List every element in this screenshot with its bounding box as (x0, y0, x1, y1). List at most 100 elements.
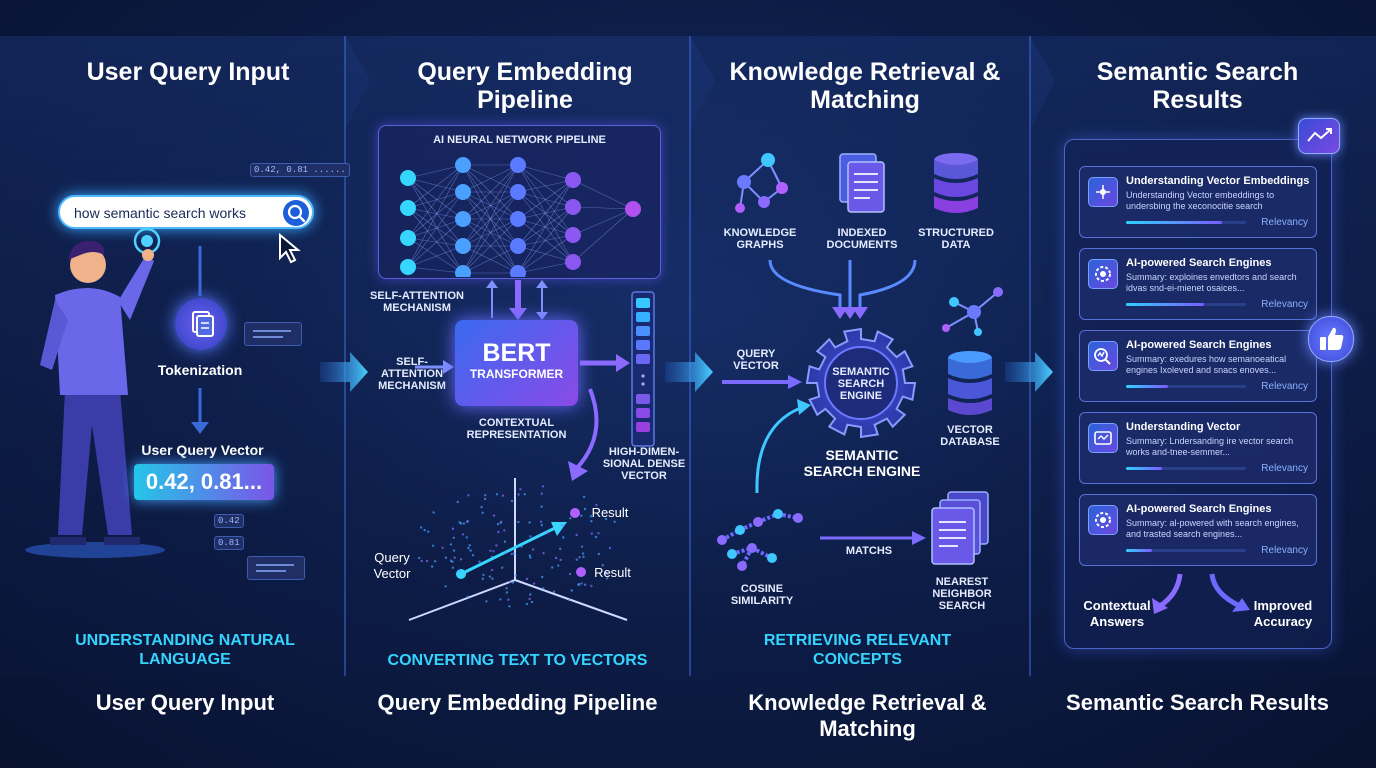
query-vector-input-label: QUERY VECTOR (733, 348, 779, 372)
self-attention-label-1: SELF-ATTENTION MECHANISM (370, 290, 464, 314)
vector-chip-2: 0.81 (214, 536, 244, 550)
result-summary: Summary: exploines envedtors and search … (1126, 272, 1297, 293)
gear-icon (805, 327, 917, 439)
search-input-text[interactable]: how semantic search works (74, 205, 246, 221)
search-bar[interactable]: how semantic search works (58, 195, 314, 229)
relevancy-label: Relevancy (1261, 463, 1308, 474)
result-chart-icon (1088, 341, 1118, 371)
subtitle-understanding: UNDERSTANDING NATURAL LANGUAGE (75, 632, 295, 668)
nearest-neighbor-label: NEAREST NEIGHBOR SEARCH (932, 576, 992, 612)
vector-bubble-top: 0.42, 0.81 ...... (250, 163, 350, 177)
bert-transformer: BERT TRANSFORMER (455, 320, 578, 406)
bert-title: BERT (482, 339, 551, 367)
curved-arrow-embedding (568, 388, 599, 481)
relevancy-label: Relevancy (1261, 217, 1308, 228)
nn-bert-arrows (486, 280, 548, 320)
bert-to-vector-arrow (580, 354, 630, 372)
tokenization-node (175, 298, 227, 350)
relevancy-bar (1126, 467, 1246, 470)
indexed-documents-icon (839, 153, 885, 213)
indexed-documents-label: INDEXED DOCUMENTS (826, 227, 898, 251)
nn-title: AI NEURAL NETWORK PIPELINE (433, 134, 606, 146)
tokenization-label: Tokenization (157, 362, 243, 378)
vector-space-result-2: Result (594, 565, 631, 580)
column-title-embedding: Query Embedding Pipeline (417, 58, 633, 114)
query-to-engine-arrow (722, 375, 802, 389)
vector-nodes-icon (942, 287, 1003, 336)
result-title: AI-powered Search Engines (1126, 257, 1272, 269)
knowledge-graphs-label: KNOWLEDGE GRAPHS (723, 227, 797, 251)
contextual-representation-label: CONTEXTUAL REPRESENTATION (466, 417, 567, 441)
relevancy-label: Relevancy (1261, 299, 1308, 310)
trend-badge (1298, 118, 1340, 154)
vector-database-label: VECTOR DATABASE (940, 424, 1000, 448)
result-gear-icon (1088, 259, 1118, 289)
relevancy-bar (1126, 303, 1246, 306)
structured-data-label: STRUCTURED DATA (918, 227, 994, 251)
thumbs-up-badge (1308, 316, 1354, 362)
knowledge-graph-icon (735, 153, 788, 213)
sources-to-engine-arrows (768, 259, 917, 319)
result-nodes-icon (1088, 177, 1118, 207)
result-gear-icon (1088, 505, 1118, 535)
result-title: AI-powered Search Engines (1126, 339, 1272, 351)
search-icon (287, 204, 306, 223)
engine-label: SEMANTIC SEARCH ENGINE (803, 447, 921, 479)
cursor-icon (279, 232, 301, 264)
self-attention-arrow (415, 360, 454, 374)
cosine-to-engine-arrow (755, 399, 811, 494)
relevancy-bar (1126, 549, 1246, 552)
cosine-similarity-label: COSINE SIMILARITY (730, 583, 794, 607)
vector-bubble-bottom (247, 556, 305, 580)
bottom-title-embedding: Query Embedding Pipeline (377, 690, 658, 715)
thumbs-up-icon (1320, 327, 1344, 350)
self-attention-label-2: SELF- ATTENTION MECHANISM (378, 356, 446, 392)
result-summary: Summary: al-powered with search engines,… (1126, 518, 1299, 539)
column-title-retrieval: Knowledge Retrieval & Matching (729, 58, 1001, 114)
dense-vector (631, 291, 655, 447)
improved-accuracy-label: Improved Accuracy (1253, 598, 1313, 629)
subtitle-retrieving: RETRIEVING RELEVANT CONCEPTS (763, 632, 952, 668)
result-summary: Summary: Lndersanding ire vector search … (1126, 436, 1294, 457)
relevancy-bar (1126, 221, 1246, 224)
trend-icon (1307, 128, 1332, 142)
person-illustration (25, 227, 165, 558)
bottom-title-results: Semantic Search Results (1066, 690, 1329, 715)
relevancy-label: Relevancy (1261, 381, 1308, 392)
tokens-bubble (244, 322, 302, 346)
column-title-user-query: User Query Input (86, 58, 290, 86)
subtitle-converting: CONVERTING TEXT TO VECTORS (387, 652, 648, 669)
bert-subtitle: TRANSFORMER (469, 367, 564, 381)
result-title: AI-powered Search Engines (1126, 503, 1272, 515)
matchs-arrow (820, 531, 926, 545)
dense-vector-label: HIGH-DIMEN- SIONAL DENSE VECTOR (602, 446, 686, 482)
result-code-icon (1088, 423, 1118, 453)
result-title: Understanding Vector Embeddings (1126, 175, 1310, 187)
vector-database-icon (948, 351, 992, 415)
engine-inner-label: SEMANTIC SEARCH ENGINE (832, 366, 890, 402)
flow-arrows-col1 (191, 246, 209, 434)
query-vector-label: User Query Vector (141, 442, 264, 458)
contextual-answers-label: Contextual Answers (1083, 598, 1151, 629)
result-title: Understanding Vector (1126, 421, 1241, 433)
vector-space-query-label: Query Vector (373, 550, 411, 581)
nearest-documents-icon (931, 491, 989, 565)
bottom-title-retrieval: Knowledge Retrieval & Matching (748, 690, 987, 741)
documents-icon (192, 311, 214, 337)
matchs-label: MATCHS (845, 545, 893, 557)
cosine-similarity-graph (717, 509, 803, 571)
column-title-results: Semantic Search Results (1096, 58, 1299, 114)
structured-data-icon (934, 153, 978, 213)
relevancy-bar (1126, 385, 1246, 388)
vector-chip-1: 0.42 (214, 514, 244, 528)
vector-space (408, 478, 628, 621)
result-summary: Understanding Vector embeddings to under… (1126, 190, 1275, 211)
query-vector-value: 0.42, 0.81... (134, 464, 274, 500)
search-button[interactable] (283, 200, 309, 226)
result-summary: Summary: exedures how semanoeatical engi… (1126, 354, 1287, 375)
